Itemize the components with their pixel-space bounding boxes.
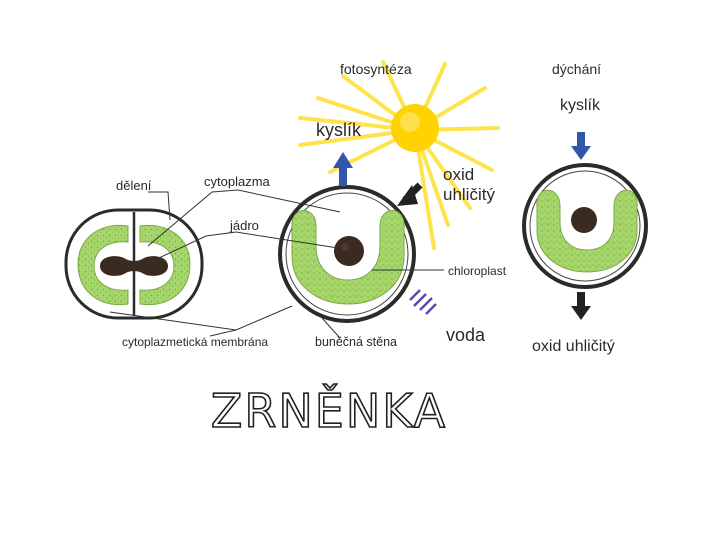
photosynthesis-cell — [278, 185, 416, 323]
label-dychani: dýchání — [552, 61, 601, 77]
oxygen-up-arrow — [333, 152, 353, 186]
label-kyslik-right: kyslík — [560, 97, 601, 114]
nucleus-right — [571, 207, 597, 233]
dividing-cell — [64, 208, 204, 320]
oxygen-down-arrow — [571, 132, 591, 160]
chloroplast-middle — [291, 210, 405, 305]
label-oxid-uhlicity: oxid uhličitý — [532, 338, 615, 355]
water-icon — [409, 289, 437, 315]
respiration-cell — [522, 163, 648, 289]
page-title: ZRNĚNKA — [210, 383, 448, 439]
label-kyslik-left: kyslík — [316, 120, 362, 140]
co2-out-arrow — [571, 292, 591, 320]
label-uhlicity: uhličitý — [443, 185, 495, 204]
label-cytoplazmaticka-membrana: cytoplazmetická membrána — [122, 335, 268, 349]
nucleus-middle — [334, 236, 364, 266]
co2-in-arrow — [397, 182, 423, 206]
chloroplast-right-half — [139, 224, 191, 306]
label-bunecna-stena: buněčná stěna — [315, 335, 397, 349]
label-fotosynteza: fotosyntéza — [340, 61, 412, 77]
chloroplast-left-half — [77, 224, 129, 306]
label-voda: voda — [446, 325, 486, 345]
label-chloroplast: chloroplast — [448, 264, 507, 278]
label-deleni: dělení — [116, 178, 152, 193]
label-oxid: oxid — [443, 165, 474, 184]
label-cytoplazma: cytoplazma — [204, 174, 271, 189]
label-jadro: jádro — [229, 218, 259, 233]
chloroplast-right — [536, 189, 638, 273]
leader-lines — [109, 189, 444, 339]
dividing-nucleus — [100, 256, 168, 276]
